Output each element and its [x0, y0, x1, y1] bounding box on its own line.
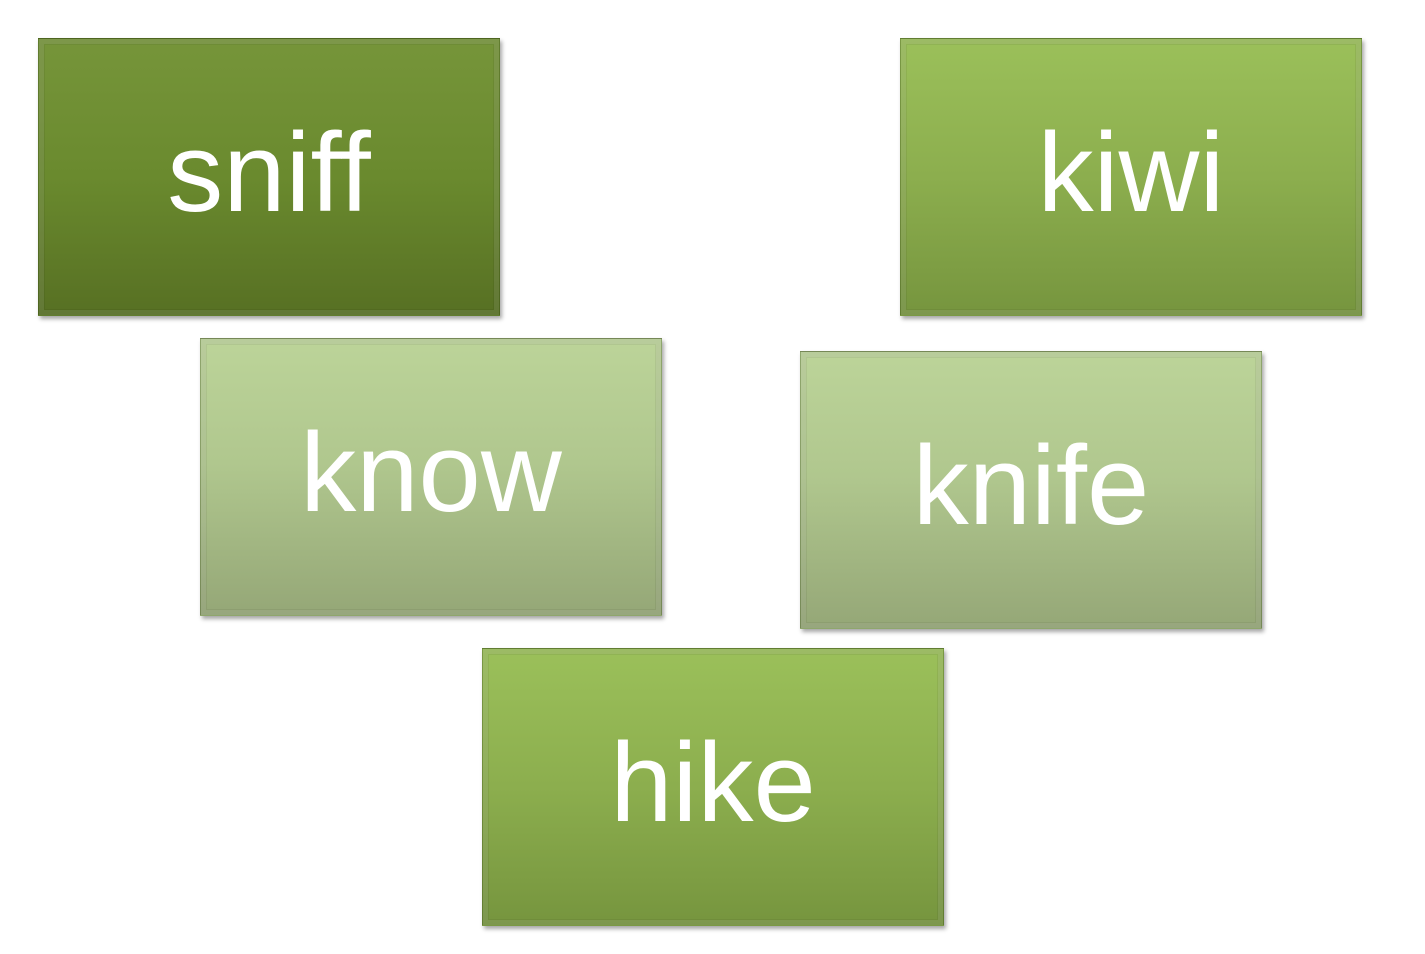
- word-card-hike: hike: [482, 648, 944, 926]
- word-card-knife: knife: [800, 351, 1262, 629]
- word-label: know: [300, 410, 562, 535]
- word-card-know: know: [200, 338, 662, 616]
- word-label: knife: [912, 423, 1150, 548]
- word-label: hike: [610, 720, 816, 845]
- word-card-kiwi: kiwi: [900, 38, 1362, 316]
- word-label: sniff: [167, 110, 371, 235]
- word-card-sniff: sniff: [38, 38, 500, 316]
- word-label: kiwi: [1037, 110, 1225, 235]
